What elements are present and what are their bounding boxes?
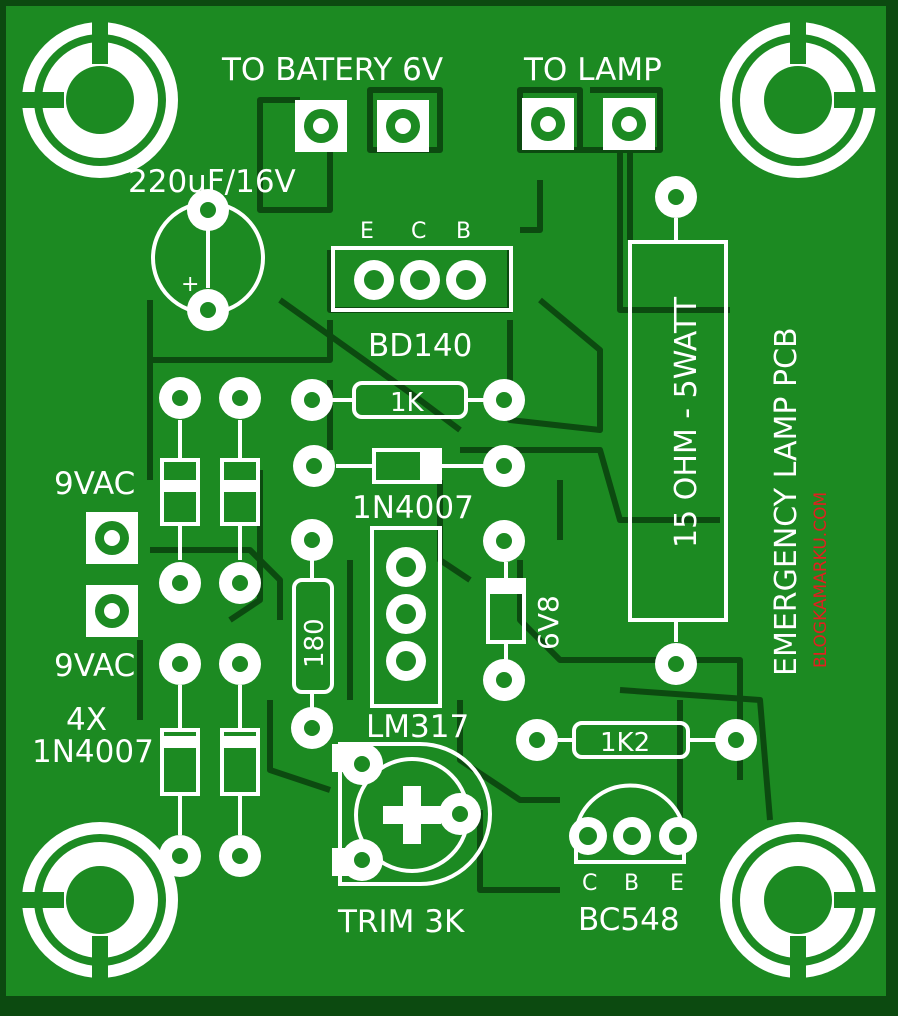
mounting-hole-top-left xyxy=(22,22,178,178)
connector-pads xyxy=(86,98,655,637)
website-label: BLOGKAMARKU.COM xyxy=(811,492,831,668)
resistor-1k2-label: 1K2 xyxy=(600,728,650,758)
bridge-part-label: 1N4007 xyxy=(32,734,154,770)
copper-pour xyxy=(6,6,886,996)
board-title: EMERGENCY LAMP PCB xyxy=(769,327,804,676)
bc548-pin-c: C xyxy=(582,871,597,896)
bd140-outline xyxy=(331,246,513,312)
ac-bottom-label: 9VAC xyxy=(54,648,135,684)
resistor-180-label: 180 xyxy=(300,618,330,668)
ac-pad-top xyxy=(86,512,138,564)
capacitor-plus-label: + xyxy=(181,272,199,297)
resistor-1k-label: 1K xyxy=(390,388,425,418)
bd140-label: BD140 xyxy=(368,328,472,364)
trimmer-label: TRIM 3K xyxy=(337,904,465,940)
diode-label: 1N4007 xyxy=(352,490,474,526)
bc548-pin-b: B xyxy=(624,871,639,896)
mounting-hole-bottom-left xyxy=(22,822,178,978)
bd140-pin-c: C xyxy=(411,219,426,244)
zener-label: 6V8 xyxy=(532,595,565,650)
mounting-hole-bottom-right xyxy=(720,822,876,978)
lamp-pad-2 xyxy=(603,98,655,150)
bc548-label: BC548 xyxy=(578,902,680,938)
power-resistor-label: 15 OHM - 5WATT xyxy=(669,296,704,548)
bridge-count-label: 4X xyxy=(66,702,107,738)
battery-pad-1 xyxy=(295,100,347,152)
mounting-hole-top-right xyxy=(720,22,876,178)
pad-holes xyxy=(172,189,744,868)
lm317-label: LM317 xyxy=(366,709,469,745)
trimmer-outline xyxy=(338,742,492,886)
to-battery-label: TO BATERY 6V xyxy=(221,52,443,88)
capacitor-label: 220uF/16V xyxy=(128,164,296,200)
ac-pad-bottom xyxy=(86,585,138,637)
to-lamp-label: TO LAMP xyxy=(523,52,662,88)
lm317-outline xyxy=(370,526,442,708)
bc548-pin-e: E xyxy=(670,871,684,896)
bd140-pin-b: B xyxy=(456,219,471,244)
battery-pad-2 xyxy=(377,100,429,152)
ac-top-label: 9VAC xyxy=(54,466,135,502)
bd140-pin-e: E xyxy=(360,219,374,244)
lamp-pad-1 xyxy=(522,98,574,150)
